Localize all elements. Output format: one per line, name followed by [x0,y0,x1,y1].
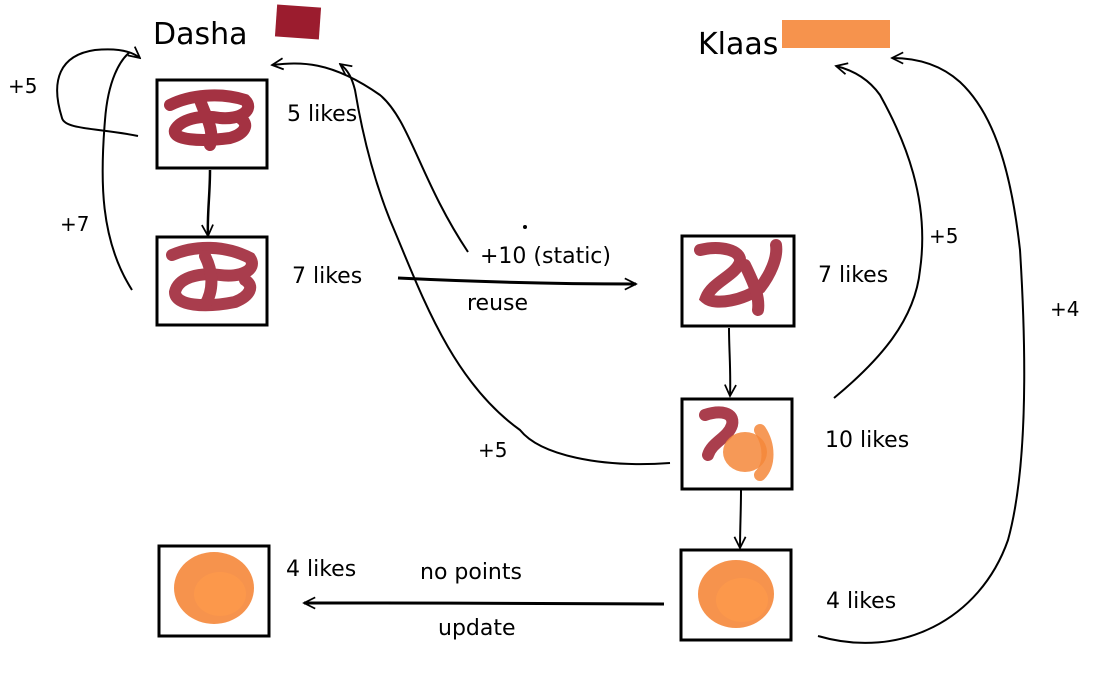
points-klaas-to-dasha: +5 [478,438,508,462]
stray-dot [523,225,527,229]
points-dasha-self-7: +7 [60,212,90,236]
arrow-klaas-down-2 [740,489,741,548]
arrow-reuse-static-points [272,63,469,253]
dasha-top-likes: 5 likes [287,102,358,127]
dasha-name: Dasha [153,17,248,52]
arrow-dasha-down [208,169,210,236]
arrow-klaas-self-5 [833,66,924,399]
scribble-klaas-mixed [699,406,774,481]
points-reuse-static: +10 (static) [480,244,611,269]
updated-copy-likes: 4 likes [286,557,357,582]
dasha-second-likes: 7 likes [292,264,363,289]
klaas-orange-likes: 4 likes [826,589,897,614]
arrow-dasha-self-5 [56,49,140,137]
klaas-reused-likes: 7 likes [818,263,889,288]
arrow-reuse-label: reuse [467,291,529,316]
scribble-klaas-reused [694,239,783,316]
scribble-klaas-orange [698,560,774,628]
arrow-klaas-self-4 [817,58,1026,644]
arrow-reuse [397,276,636,284]
arrow-klaas-down-1 [729,327,730,396]
klaas-color-swatch [782,20,890,48]
klaas-name: Klaas [698,27,779,62]
dasha-color-swatch [274,4,322,40]
arrow-update-top-label: no points [420,560,522,585]
arrow-update [304,603,665,604]
arrow-update-bottom-label: update [438,616,516,641]
points-klaas-self-5: +5 [929,224,959,248]
klaas-mixed-likes: 10 likes [825,428,910,453]
points-klaas-self-4: +4 [1050,297,1080,321]
arrow-dasha-self-7 [101,51,133,291]
scribble-dasha-second [166,241,258,312]
scribble-dasha-top [164,89,255,151]
arrow-klaas-to-dasha-5 [340,64,671,466]
scribble-updated-copy [174,552,254,624]
points-dasha-self-5: +5 [8,74,38,98]
